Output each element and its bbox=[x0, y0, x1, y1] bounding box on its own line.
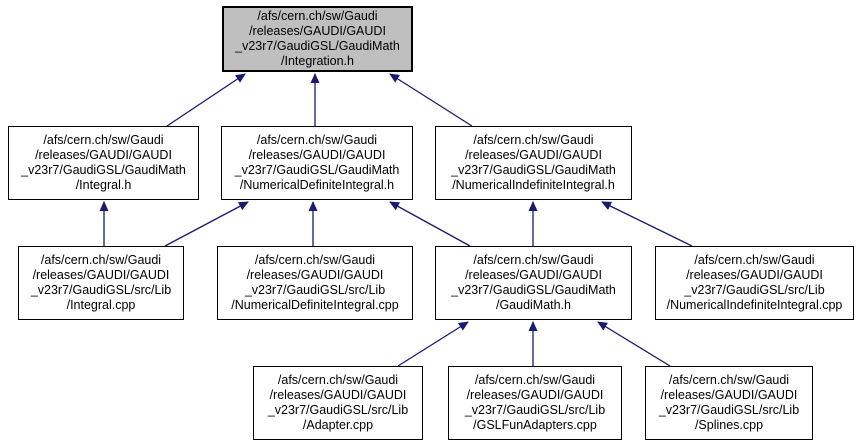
graph-node-adapter-cpp[interactable]: /afs/cern.ch/sw/Gaudi /releases/GAUDI/GA… bbox=[253, 366, 423, 440]
graph-node-numerical-indefinite-integral-cpp[interactable]: /afs/cern.ch/sw/Gaudi /releases/GAUDI/GA… bbox=[655, 246, 854, 320]
graph-node-gslfunadapters-cpp[interactable]: /afs/cern.ch/sw/Gaudi /releases/GAUDI/GA… bbox=[448, 366, 622, 440]
graph-node-numerical-definite-integral-cpp[interactable]: /afs/cern.ch/sw/Gaudi /releases/GAUDI/GA… bbox=[217, 246, 413, 320]
graph-node-integral-h[interactable]: /afs/cern.ch/sw/Gaudi /releases/GAUDI/GA… bbox=[8, 126, 199, 200]
graph-node-splines-cpp[interactable]: /afs/cern.ch/sw/Gaudi /releases/GAUDI/GA… bbox=[645, 366, 813, 440]
edge-splines_cpp-to-gaudimath_h bbox=[597, 321, 671, 367]
edge-numerical_indefinite_integral_cpp-to-numerical_indefinite_integral_h bbox=[601, 201, 693, 247]
edge-numerical_indefinite_integral_h-to-integration_h bbox=[389, 73, 473, 127]
graph-node-numerical-definite-integral-h[interactable]: /afs/cern.ch/sw/Gaudi /releases/GAUDI/GA… bbox=[221, 126, 413, 200]
graph-node-numerical-indefinite-integral-h[interactable]: /afs/cern.ch/sw/Gaudi /releases/GAUDI/GA… bbox=[435, 126, 632, 200]
graph-node-integration-h: /afs/cern.ch/sw/Gaudi /releases/GAUDI/GA… bbox=[222, 6, 413, 72]
edge-adapter_cpp-to-gaudimath_h bbox=[397, 321, 469, 367]
edge-integral_cpp-to-numerical_definite_integral_h bbox=[164, 201, 249, 247]
graph-node-integral-cpp[interactable]: /afs/cern.ch/sw/Gaudi /releases/GAUDI/GA… bbox=[18, 246, 184, 320]
edge-integral_h-to-integration_h bbox=[166, 73, 246, 127]
edge-gaudimath_h-to-numerical_definite_integral_h bbox=[389, 201, 471, 247]
graph-node-gaudimath-h[interactable]: /afs/cern.ch/sw/Gaudi /releases/GAUDI/GA… bbox=[435, 246, 632, 320]
